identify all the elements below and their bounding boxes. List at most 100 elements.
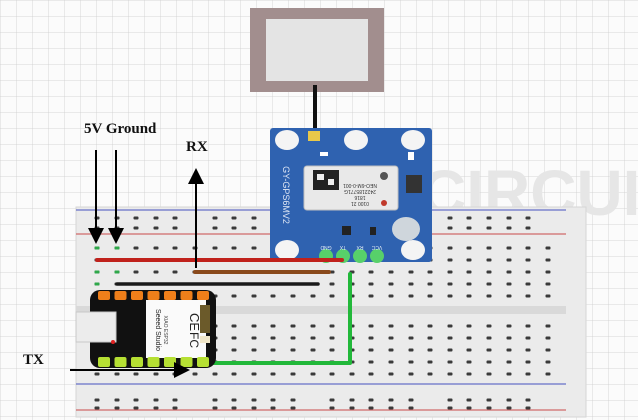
breadboard-hole — [329, 336, 335, 340]
breadboard-hole — [388, 270, 394, 274]
breadboard-hole — [447, 282, 453, 286]
breadboard-hole — [368, 398, 374, 402]
breadboard-hole — [290, 398, 296, 402]
breadboard-hole — [447, 270, 453, 274]
breadboard-hole — [114, 406, 120, 410]
breadboard-hole — [329, 294, 335, 298]
breadboard-hole — [408, 406, 414, 410]
breadboard-hole — [368, 336, 374, 340]
breadboard-hole — [486, 336, 492, 340]
eeprom-chip — [406, 175, 422, 193]
breadboard-hole — [310, 324, 316, 328]
breadboard-hole — [270, 294, 276, 298]
wires — [95, 258, 352, 365]
breadboard-hole — [388, 398, 394, 402]
breadboard-hole — [545, 270, 551, 274]
breadboard-hole — [153, 246, 159, 250]
breadboard-hole — [427, 372, 433, 376]
breadboard-hole — [427, 348, 433, 352]
breadboard-hole — [251, 348, 257, 352]
breadboard-hole — [427, 360, 433, 364]
breadboard-hole — [545, 282, 551, 286]
breadboard-hole — [270, 372, 276, 376]
breadboard-hole — [447, 294, 453, 298]
active-hole — [94, 246, 100, 250]
breadboard-hole — [486, 372, 492, 376]
breadboard-hole — [192, 372, 198, 376]
breadboard-hole — [114, 372, 120, 376]
breadboard-hole — [506, 360, 512, 364]
breadboard-hole — [525, 282, 531, 286]
breadboard-hole — [466, 282, 472, 286]
mcu-top-pin — [180, 291, 193, 300]
breadboard-hole — [94, 372, 100, 376]
chip-text-2: 2422185771G — [344, 188, 376, 194]
breadboard-hole — [525, 270, 531, 274]
breadboard-hole — [251, 406, 257, 410]
breadboard-hole — [486, 406, 492, 410]
center-channel — [76, 306, 566, 314]
breadboard-hole — [506, 226, 512, 230]
breadboard-hole — [466, 246, 472, 250]
mcu-bottom-pin — [164, 357, 176, 367]
qr-code-icon — [313, 170, 339, 190]
breadboard-hole — [172, 398, 178, 402]
breadboard-hole — [153, 270, 159, 274]
breadboard-hole — [506, 398, 512, 402]
mcu-bottom-pin — [114, 357, 127, 367]
breadboard-hole — [447, 336, 453, 340]
connector — [200, 305, 210, 333]
breadboard-hole — [506, 372, 512, 376]
breadboard-hole — [212, 398, 218, 402]
breadboard-hole — [212, 246, 218, 250]
breadboard-hole — [388, 336, 394, 340]
breadboard-hole — [94, 398, 100, 402]
breadboard-hole — [486, 270, 492, 274]
breadboard-hole — [388, 348, 394, 352]
breadboard-hole — [447, 406, 453, 410]
breadboard-hole — [310, 294, 316, 298]
mcu-top-pin — [114, 291, 127, 300]
breadboard-hole — [447, 216, 453, 220]
breadboard-hole — [408, 282, 414, 286]
breadboard-hole — [231, 246, 237, 250]
breadboard-hole — [408, 336, 414, 340]
breadboard-hole — [270, 406, 276, 410]
breadboard-hole — [153, 226, 159, 230]
breadboard-hole — [368, 294, 374, 298]
breadboard-hole — [447, 246, 453, 250]
breadboard-hole — [368, 270, 374, 274]
breadboard-hole — [427, 324, 433, 328]
breadboard-hole — [545, 348, 551, 352]
breadboard-hole — [545, 336, 551, 340]
active-hole — [94, 270, 100, 274]
mcu-bottom-pin — [197, 357, 209, 367]
breadboard-hole — [486, 216, 492, 220]
breadboard-hole — [486, 360, 492, 364]
breadboard-hole — [486, 282, 492, 286]
mcu-bottom-pin — [180, 357, 193, 367]
gps-pin-label: TX — [339, 244, 346, 250]
breadboard-hole — [172, 246, 178, 250]
breadboard-hole — [270, 324, 276, 328]
breadboard-hole — [270, 336, 276, 340]
breadboard-hole — [545, 324, 551, 328]
gps-pin-vcc — [370, 249, 384, 263]
battery-icon — [392, 217, 420, 241]
breadboard-hole — [388, 324, 394, 328]
breadboard-hole — [133, 398, 139, 402]
breadboard-hole — [427, 294, 433, 298]
breadboard-hole — [251, 226, 257, 230]
breadboard-hole — [525, 246, 531, 250]
breadboard-hole — [329, 348, 335, 352]
mcu-top-pin — [131, 291, 143, 300]
breadboard-hole — [408, 348, 414, 352]
breadboard-hole — [94, 406, 100, 410]
breadboard-hole — [153, 398, 159, 402]
breadboard-hole — [231, 406, 237, 410]
breadboard-hole — [329, 406, 335, 410]
breadboard-hole — [212, 226, 218, 230]
antenna-connector — [308, 131, 320, 141]
breadboard-hole — [466, 294, 472, 298]
